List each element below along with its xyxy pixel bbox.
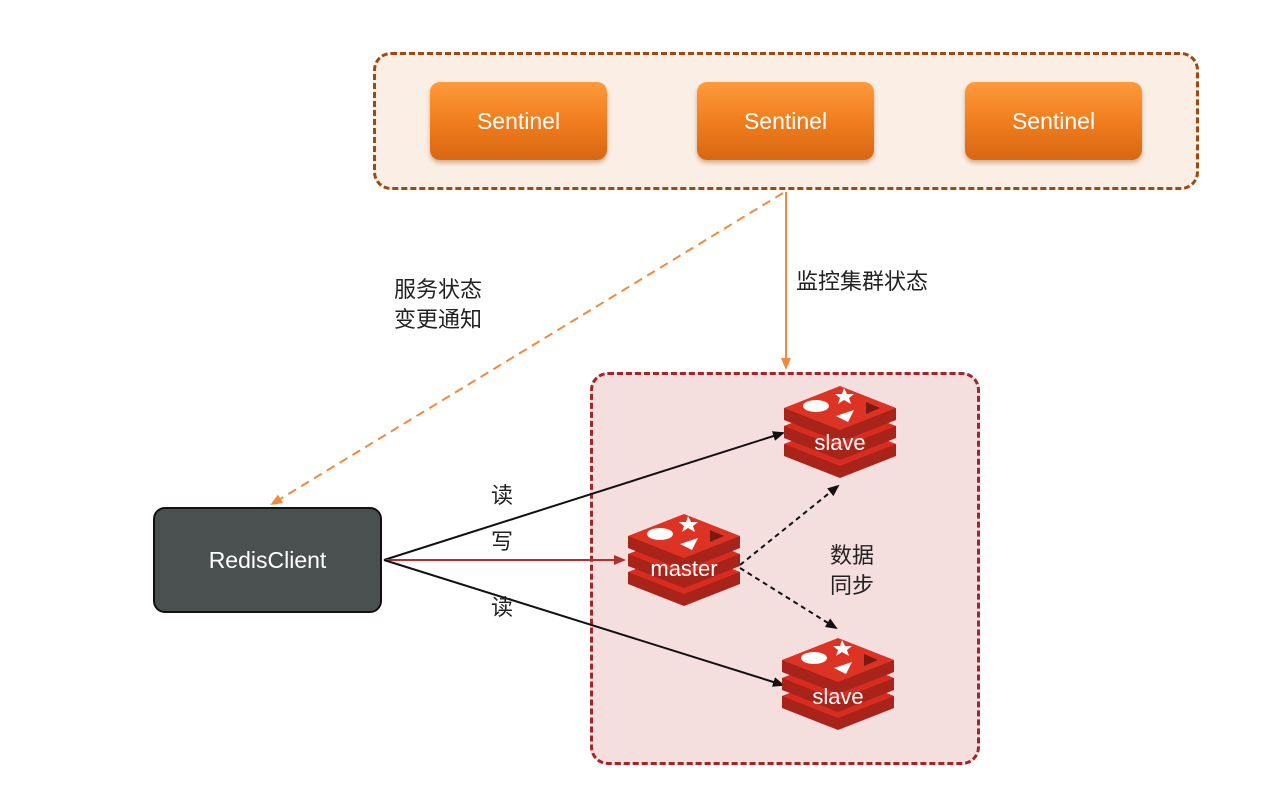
- master-node: master: [624, 510, 744, 610]
- read-bottom-label: 读: [491, 596, 514, 621]
- sentinel-node-1: Sentinel: [430, 82, 607, 160]
- sentinel-label: Sentinel: [743, 107, 828, 134]
- read-bottom-arrow: [383, 559, 785, 687]
- redis-client-node: RedisClient: [153, 507, 382, 613]
- write-label: 写: [491, 530, 514, 555]
- slave-node-top: slave: [780, 382, 900, 482]
- redis-logo-icon: [628, 514, 740, 606]
- sync-top-arrow: [739, 484, 840, 566]
- slave-node-bottom: slave: [778, 634, 898, 734]
- notify-label-line2: 变更通知: [394, 308, 483, 333]
- master-label: master: [650, 556, 718, 581]
- sentinel-label: Sentinel: [476, 107, 561, 134]
- notify-label-line1: 服务状态: [394, 278, 483, 303]
- redis-logo-icon: [782, 638, 894, 730]
- read-top-label: 读: [491, 484, 514, 509]
- slave-top-label: slave: [814, 430, 866, 455]
- redis-client-label: RedisClient: [208, 546, 327, 573]
- sync-label-line1: 数据: [830, 544, 875, 569]
- sync-label-line2: 同步: [830, 574, 875, 599]
- slave-bottom-label: slave: [812, 684, 864, 709]
- read-top-arrow: [383, 431, 785, 561]
- sentinel-node-3: Sentinel: [965, 82, 1142, 160]
- sentinel-label: Sentinel: [1011, 107, 1096, 134]
- redis-logo-icon: [784, 386, 896, 478]
- notify-arrow: [270, 192, 784, 506]
- monitor-label: 监控集群状态: [796, 270, 929, 295]
- sentinel-node-2: Sentinel: [697, 82, 874, 160]
- sync-bottom-arrow: [739, 567, 838, 630]
